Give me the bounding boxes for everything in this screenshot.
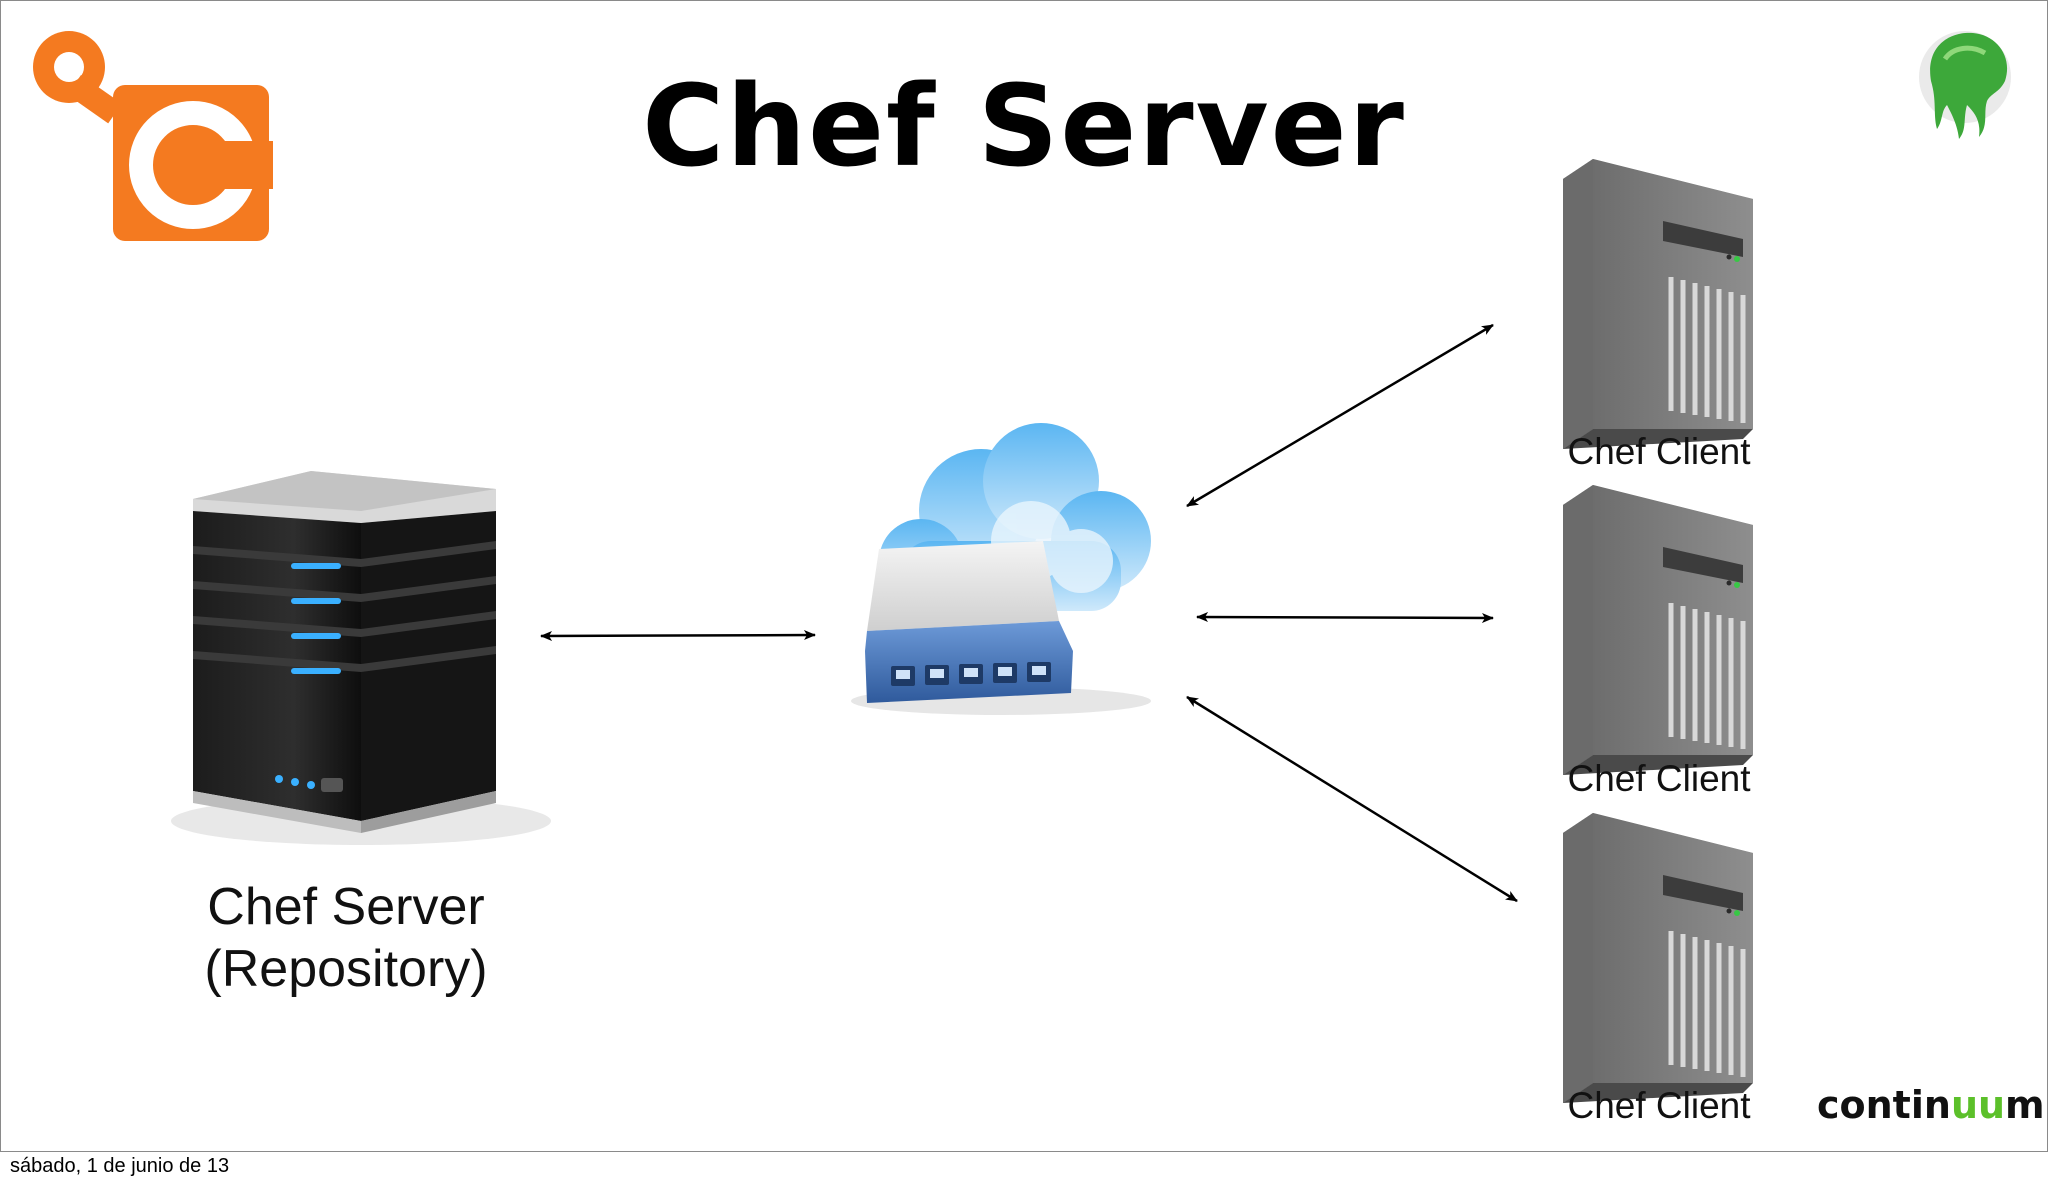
diagram-canvas xyxy=(33,31,2011,1151)
jellyfish-logo-icon xyxy=(1919,31,2011,140)
tower-computer-icon xyxy=(1563,485,1753,775)
chef-logo-icon xyxy=(33,31,273,241)
cloud-switch-icon xyxy=(851,423,1151,715)
client-label-2: Chef Client xyxy=(1567,758,1751,799)
slide-title: Chef Server xyxy=(642,62,1406,192)
brand-part1: contin xyxy=(1817,1083,1951,1127)
client-arrow-top xyxy=(1186,323,1494,508)
tower-computer-icon xyxy=(1563,159,1753,449)
server-rack-icon xyxy=(171,471,551,845)
server-label-line2: (Repository) xyxy=(204,940,488,998)
continuum-logo: continuum xyxy=(1817,1083,2045,1127)
client-arrow-middle xyxy=(1196,612,1494,623)
brand-part2: uu xyxy=(1950,1083,2006,1127)
slide: Chef Server Chef Server (Repository) Che… xyxy=(0,0,2048,1152)
server-label-line1: Chef Server xyxy=(207,878,485,936)
tower-computer-icon xyxy=(1563,813,1753,1103)
client-arrow-bottom xyxy=(1186,695,1518,903)
footer-date: sábado, 1 de junio de 13 xyxy=(10,1155,230,1177)
client-label-1: Chef Client xyxy=(1567,431,1751,472)
brand-part3: m xyxy=(2005,1083,2045,1127)
server-label: Chef Server (Repository) xyxy=(136,876,556,1000)
server-network-arrow xyxy=(540,630,816,641)
client-label-3: Chef Client xyxy=(1567,1085,1751,1126)
